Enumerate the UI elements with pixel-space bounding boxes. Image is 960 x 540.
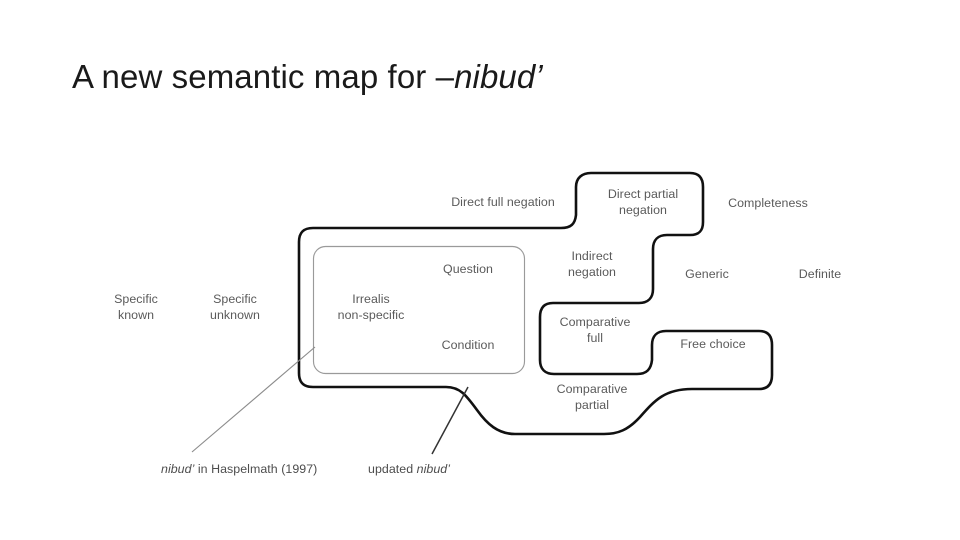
caption-updated-italic: nibud’ (416, 462, 451, 476)
page-title-plain: A new semantic map for – (72, 58, 455, 95)
map-node-question: Question (443, 262, 493, 276)
page-title: A new semantic map for –nibud’ (72, 55, 892, 109)
map-node-condition: Condition (441, 338, 495, 352)
map-node-direct-partial-negation: Direct partial negation (607, 187, 679, 217)
page-title-italic: nibud’ (454, 58, 543, 95)
map-node-irrealis-non-specific: Irrealis non-specific (337, 292, 405, 322)
outer-boundary-path (297, 171, 774, 436)
caption-haspelmath-italic: nibud’ (161, 462, 195, 476)
map-node-free-choice: Free choice (680, 337, 746, 351)
caption-haspelmath: nibud’ in Haspelmath (1997) (161, 461, 317, 477)
map-node-completeness: Completeness (728, 196, 808, 210)
inner-boundary-box (312, 245, 526, 375)
leader-line-haspelmath (191, 346, 316, 453)
caption-haspelmath-plain: in Haspelmath (1997) (194, 462, 318, 476)
map-node-direct-full-negation: Direct full negation (451, 195, 555, 209)
map-node-generic: Generic (685, 267, 729, 281)
caption-updated-plain: updated (368, 462, 417, 476)
map-node-specific-known: Specific known (114, 292, 158, 322)
caption-updated: updated nibud’ (368, 461, 450, 477)
map-node-comparative-full: Comparative full (559, 315, 631, 345)
map-node-indirect-negation: Indirect negation (568, 249, 616, 279)
map-node-comparative-partial: Comparative partial (556, 382, 628, 412)
map-node-specific-unknown: Specific unknown (210, 292, 260, 322)
leader-line-updated (431, 386, 469, 455)
map-node-definite: Definite (798, 267, 842, 281)
